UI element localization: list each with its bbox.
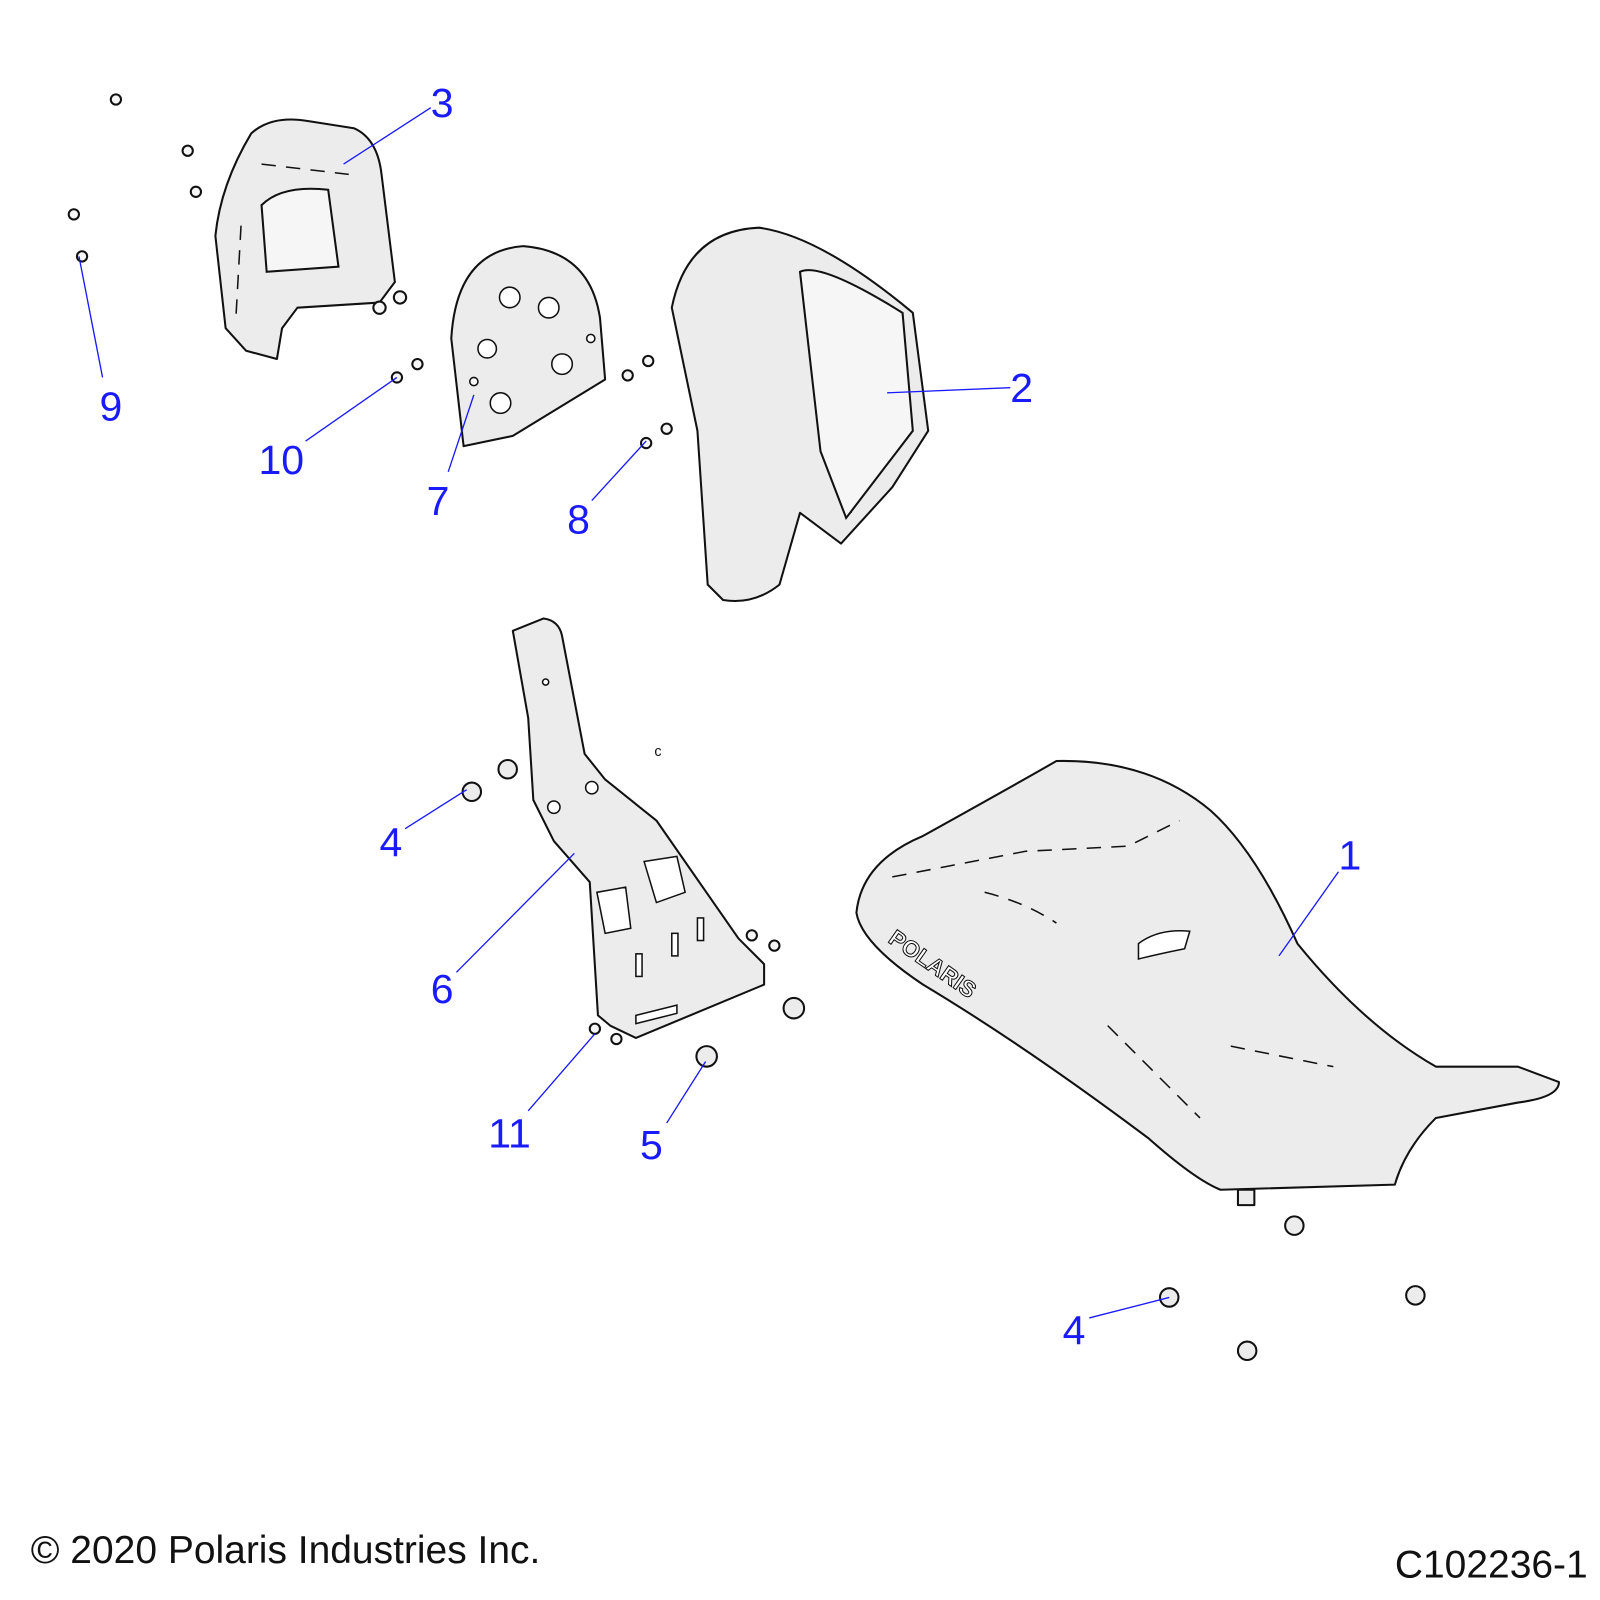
callout-4-upper: 4 [379, 819, 402, 865]
callout-2: 2 [1010, 365, 1033, 411]
part-9-screws [67, 93, 203, 263]
stray-mark: c [654, 744, 661, 760]
leader-lines [78, 107, 1340, 1319]
callout-3: 3 [431, 80, 454, 126]
callout-6: 6 [431, 966, 454, 1012]
callout-7: 7 [427, 478, 450, 524]
part-2-backrest-pad [670, 226, 930, 602]
callout-4-lower: 4 [1063, 1308, 1086, 1354]
callout-9: 9 [99, 384, 122, 430]
part-4-grommets-upper [461, 758, 518, 803]
part-5-nuts [695, 996, 806, 1068]
callout-8: 8 [567, 496, 590, 542]
part-10-nuts [372, 290, 424, 384]
part-3-backrest-cover [214, 118, 396, 360]
callout-10: 10 [258, 437, 304, 483]
part-7-backrest-plate [450, 245, 607, 448]
part-11-screws [588, 929, 781, 1046]
copyright-text: © 2020 Polaris Industries Inc. [31, 1529, 541, 1572]
figure-id: C102236-1 [1395, 1543, 1588, 1586]
callout-1: 1 [1338, 833, 1361, 879]
callout-5: 5 [640, 1122, 663, 1168]
callout-11: 11 [488, 1111, 531, 1157]
part-4-grommets-lower [1158, 1215, 1426, 1362]
part-1-seat: POLARIS [855, 759, 1560, 1207]
part-6-bracket [511, 617, 766, 1039]
part-8-screws [621, 354, 673, 450]
